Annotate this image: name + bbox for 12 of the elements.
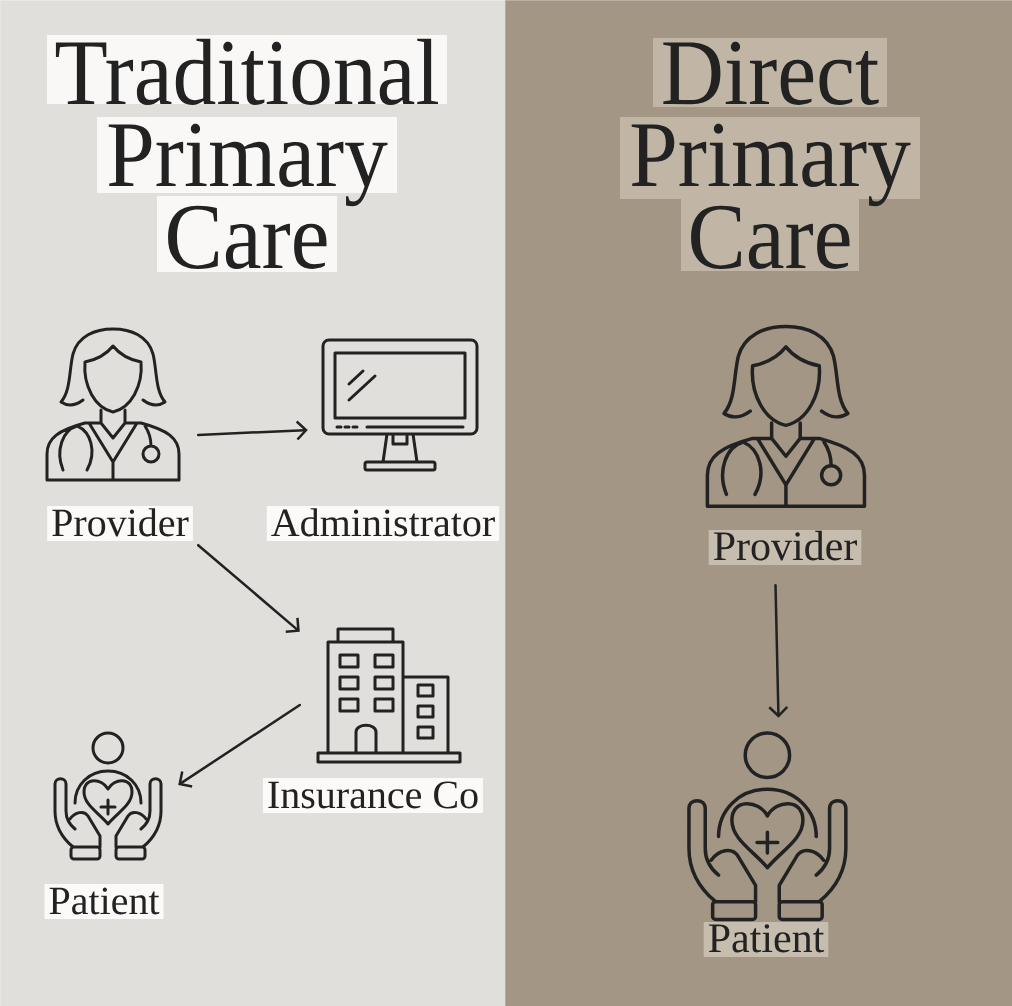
node-label: Provider <box>47 506 193 541</box>
node-label: Insurance Co <box>262 778 484 813</box>
heading: Traditional Primary Care <box>47 35 447 272</box>
node-label: Administrator <box>266 506 500 541</box>
heading: Direct Primary Care <box>620 38 920 271</box>
arrow <box>196 420 308 441</box>
arrow <box>178 703 302 788</box>
arrow <box>768 583 789 718</box>
node-label: Provider <box>708 530 862 565</box>
node-label: Patient <box>703 922 829 957</box>
arrow <box>196 543 300 633</box>
node-label: Patient <box>44 884 164 919</box>
